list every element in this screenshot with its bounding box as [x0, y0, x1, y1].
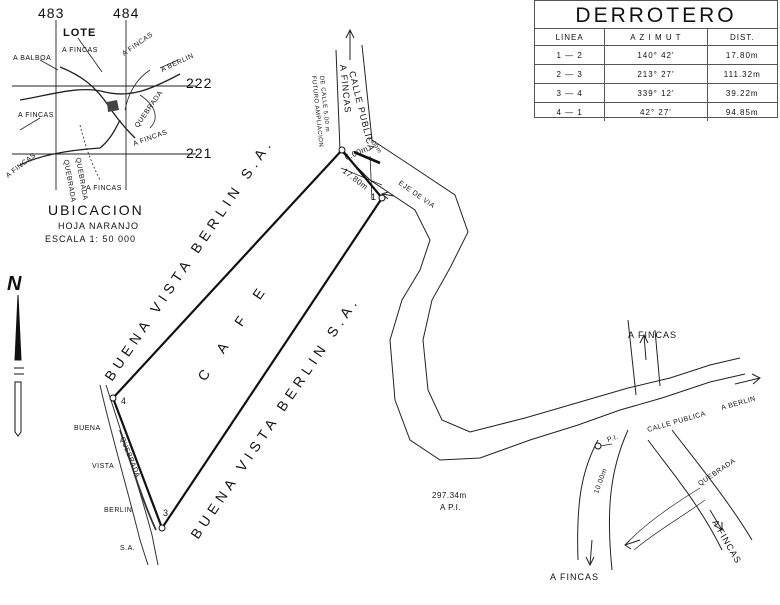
grid-number-483: 483 — [38, 5, 64, 21]
table-row: 2 — 3 213° 27' 111.32m — [535, 64, 777, 84]
map-sheet: HOJA NARANJO — [58, 221, 139, 231]
vertex-4 — [109, 394, 117, 402]
cell-distance: 94.85m — [725, 107, 759, 117]
place-a-balboa: A BALBOA — [13, 55, 51, 62]
traverse-header-row: LINEA A Z I M U T DIST. — [535, 29, 777, 46]
west-stream-line — [99, 384, 159, 566]
owner-south-label: BUENA VISTA BERLIN S.A. — [187, 292, 362, 541]
north-arrow-icon — [14, 294, 24, 437]
public-road — [335, 44, 753, 571]
pi-distance-to-label: A P.I. — [440, 503, 461, 512]
south-stream-label: QUEBRADA — [697, 458, 737, 488]
grid-number-222: 222 — [186, 75, 212, 91]
cell-distance: 111.32m — [707, 64, 777, 84]
place-quebrada-3: QUEBRADA — [134, 90, 165, 129]
north-label: N — [7, 273, 22, 295]
traverse-table: DERROTERO LINEA A Z I M U T DIST. 1 — 2 … — [534, 0, 778, 121]
traverse-grid: LINEA A Z I M U T DIST. 1 — 2 140° 42' 1… — [535, 29, 777, 121]
table-row: 3 — 4 339° 12' 39.22m — [535, 83, 777, 103]
owner-north-label: BUENA VISTA BERLIN S.A. — [101, 134, 276, 383]
grid-number-221: 221 — [186, 145, 212, 161]
owner-west-2: VISTA — [92, 463, 114, 470]
cell-azimuth: 213° 27' — [604, 64, 708, 84]
place-a-fincas-north: A FINCAS — [62, 47, 98, 54]
pi-label: P.I. — [606, 434, 619, 444]
pi-point — [594, 442, 602, 450]
arrow-icons — [345, 28, 761, 567]
cell-distance: 39.22m — [707, 83, 777, 103]
map-title: UBICACION — [48, 202, 144, 218]
cell-line: 3 — 4 — [535, 83, 606, 103]
vertex-1 — [378, 194, 386, 202]
to-fincas-north-label: A FINCAS — [628, 330, 677, 340]
vertex-label-4: 4 — [121, 396, 127, 406]
pi-offset-label: 10.00m — [593, 468, 609, 495]
crop-label: C A F E — [194, 277, 273, 383]
cell-azimuth: 339° 12' — [604, 83, 708, 103]
cell-line: 2 — 3 — [535, 64, 606, 84]
road-width-label: 6.00m — [343, 144, 369, 162]
place-a-berlin: A BERLIN — [160, 52, 195, 73]
vertex-3 — [158, 524, 166, 532]
table-row: 1 — 2 140° 42' 17.80m — [535, 45, 777, 65]
to-fincas-southeast-label: A FINCAS — [710, 518, 743, 565]
road-note-2: DE CALLE 5.00 m — [318, 76, 330, 133]
header-distance: DIST. — [707, 29, 777, 46]
location-map — [12, 20, 196, 190]
place-quebrada-2: QUEBRADA — [74, 157, 88, 201]
vertex-2 — [338, 146, 346, 154]
place-a-fincas-east: A FINCAS — [132, 129, 168, 148]
place-a-fincas-southwest: A FINCAS — [5, 152, 38, 180]
place-a-fincas-west: A FINCAS — [18, 112, 54, 119]
traverse-title: DERROTERO — [535, 1, 777, 29]
cell-line: 4 — 1 — [535, 102, 606, 121]
cell-line: 1 — 2 — [535, 45, 606, 65]
header-line: LINEA — [535, 29, 606, 46]
grid-number-484: 484 — [113, 5, 139, 21]
place-a-fincas-south: A FINCAS — [86, 185, 122, 192]
map-scale: ESCALA 1: 50 000 — [45, 234, 136, 244]
axis-label: EJE DE VIA — [397, 180, 436, 210]
pi-distance-label: 297.34m — [432, 491, 467, 500]
owner-west-3: BERLIN — [104, 507, 132, 514]
cell-azimuth: 42° 27' — [604, 102, 708, 121]
vertex-label-1: 1 — [371, 192, 377, 202]
owner-west-4: S.A. — [120, 545, 135, 552]
cell-distance: 17.80m — [707, 45, 777, 65]
to-fincas-south-label: A FINCAS — [550, 572, 599, 582]
owner-west-1: BUENA — [74, 425, 101, 432]
table-row: 4 — 1 42° 27' 94.85m — [535, 102, 777, 121]
street-name-label: CALLE PUBLICA — [647, 410, 707, 433]
cell-azimuth: 140° 42' — [604, 45, 708, 65]
place-quebrada-1: QUEBRADA — [62, 159, 76, 203]
header-azimuth: A Z I M U T — [604, 29, 708, 46]
to-berlin-label: A BERLIN — [721, 395, 757, 412]
vertex-label-3: 3 — [163, 508, 169, 518]
lote-label: LOTE — [63, 27, 96, 39]
